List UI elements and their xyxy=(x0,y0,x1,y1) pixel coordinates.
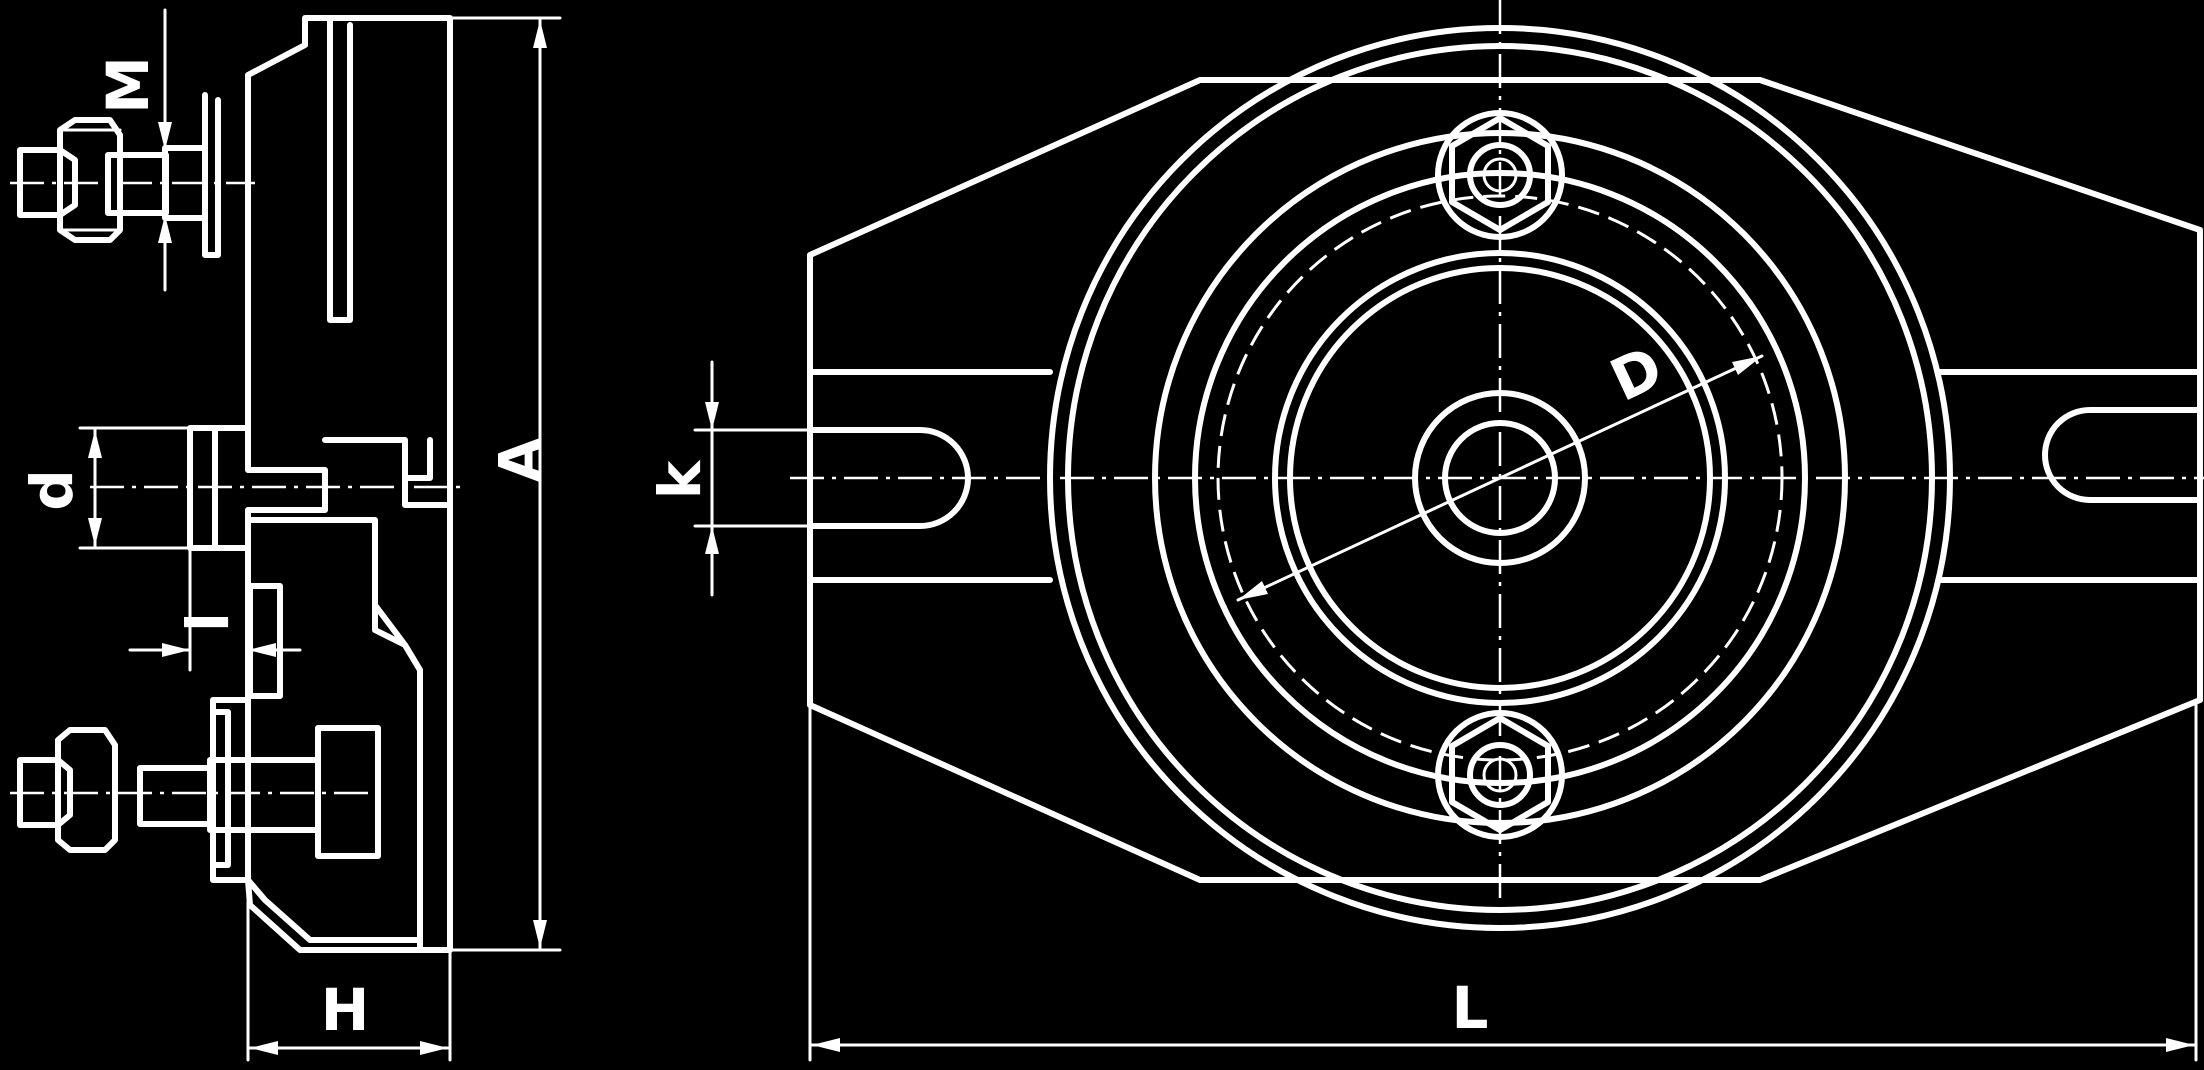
dim-L: L xyxy=(808,698,2198,1062)
dim-label-l: l xyxy=(174,612,242,632)
dim-A: A xyxy=(448,16,562,952)
dim-label-A: A xyxy=(486,437,554,482)
base-plate-outline xyxy=(807,77,2203,883)
dim-H: H xyxy=(246,898,452,1062)
side-flange-step xyxy=(322,437,453,508)
side-hatched-section xyxy=(245,517,423,943)
side-slot-pocket xyxy=(247,583,283,699)
slot-rail-left xyxy=(807,369,1053,583)
dim-l: l xyxy=(128,546,302,672)
lower-clamp-screw xyxy=(17,709,321,868)
side-inner-web xyxy=(327,15,353,323)
slot-right xyxy=(2042,407,2203,503)
dim-label-L: L xyxy=(1452,974,1489,1042)
slot-rail-right xyxy=(1937,369,2203,583)
front-view: k D L xyxy=(646,0,2204,1062)
dim-d: d xyxy=(18,426,192,550)
dim-label-d: d xyxy=(18,469,86,511)
dim-label-M: M xyxy=(94,56,162,114)
side-body-outline xyxy=(210,15,453,953)
dim-M: M xyxy=(94,8,172,292)
dim-label-H: H xyxy=(321,976,370,1044)
upper-clamp-screw xyxy=(17,92,221,258)
dim-k: k xyxy=(646,360,812,597)
dim-label-k: k xyxy=(646,459,714,499)
side-view: M d l A xyxy=(10,8,562,1062)
